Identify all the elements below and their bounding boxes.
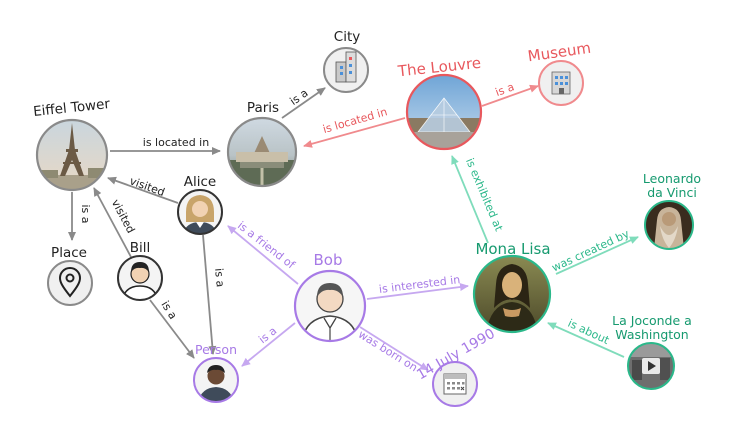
play-icon[interactable] — [642, 358, 660, 374]
edge-mona-leonardo: was created by — [550, 227, 639, 275]
node-place[interactable]: Place — [47, 245, 93, 306]
node-label-joconde-line1: La Joconde a — [612, 313, 692, 328]
edge-label-bob-date: was born on — [356, 328, 420, 375]
node-museum[interactable]: Museum — [527, 39, 593, 106]
node-city[interactable]: City — [323, 29, 369, 93]
calendar-icon — [443, 373, 467, 395]
node-paris[interactable]: Paris — [226, 100, 298, 188]
location-pin-icon — [58, 267, 82, 298]
node-label-leonardo-line1: Leonardo — [643, 171, 701, 186]
node-bob[interactable]: Bob — [293, 251, 367, 343]
edge-eiffel-place: is a — [68, 192, 92, 241]
edge-mona-louvre: is exhibited at — [451, 155, 506, 244]
louvre-photo — [407, 75, 481, 149]
node-leonardo-da-vinci[interactable]: Leonardo da Vinci — [643, 171, 701, 250]
node-label-leonardo-line2: da Vinci — [647, 185, 697, 200]
edge-label-bill-person: is a — [158, 299, 179, 322]
mona-lisa-photo — [474, 256, 550, 332]
node-label-paris: Paris — [247, 100, 279, 116]
node-la-joconde-a-washington[interactable]: La Joconde a Washington — [612, 313, 692, 390]
edge-eiffel-paris: is located in — [110, 136, 221, 155]
edge-label-bill-eiffel: visited — [109, 197, 138, 235]
eiffel-tower-photo — [37, 120, 107, 190]
edge-bill-person: is a — [149, 299, 195, 359]
node-label-bill: Bill — [130, 240, 151, 256]
node-label-joconde-line2: Washington — [615, 327, 688, 342]
edge-label-bob-alice: is a friend of — [235, 219, 298, 272]
bill-avatar-icon — [118, 256, 162, 300]
node-label-alice: Alice — [184, 174, 216, 190]
edge-bob-mona: is interested in — [366, 273, 469, 300]
edge-label-eiffel-place: is a — [79, 204, 92, 223]
edge-label-bob-person: is a — [256, 324, 279, 346]
edge-louvre-paris: is located in — [303, 105, 406, 148]
edge-louvre-museum: is a — [481, 80, 539, 107]
edge-label-mona-louvre: is exhibited at — [463, 156, 506, 234]
edge-paris-city: is a — [281, 86, 326, 119]
museum-building-icon — [551, 71, 571, 95]
node-the-louvre[interactable]: The Louvre — [396, 54, 483, 151]
edge-bob-person: is a — [241, 322, 296, 367]
leonardo-portrait-photo — [645, 201, 693, 249]
edge-label-eiffel-paris: is located in — [143, 136, 209, 149]
alice-avatar-icon — [178, 190, 222, 234]
edge-label-alice-person: is a — [212, 268, 227, 288]
edge-label-joconde-mona: is about — [566, 317, 612, 348]
edge-bob-alice: is a friend of — [227, 219, 299, 285]
node-bill[interactable]: Bill — [117, 240, 163, 302]
city-building-icon — [335, 51, 357, 83]
node-label-person: Person — [195, 342, 237, 357]
node-label-eiffel-tower: Eiffel Tower — [32, 96, 111, 120]
edge-label-alice-eiffel: visited — [128, 174, 167, 199]
node-eiffel-tower[interactable]: Eiffel Tower — [32, 96, 111, 192]
node-label-place: Place — [51, 245, 87, 261]
edge-label-louvre-museum: is a — [494, 80, 516, 99]
edge-alice-person: is a — [202, 234, 227, 355]
edge-label-paris-city: is a — [287, 86, 310, 108]
node-alice[interactable]: Alice — [177, 174, 223, 238]
node-date-14-july-1990[interactable]: 14 July 1990 — [414, 326, 498, 407]
node-person[interactable]: Person — [193, 342, 239, 404]
node-label-bob: Bob — [314, 251, 343, 269]
node-mona-lisa[interactable]: Mona Lisa — [472, 240, 552, 334]
node-label-city: City — [334, 29, 360, 45]
edge-label-mona-leonardo: was created by — [550, 227, 632, 274]
node-label-mona-lisa: Mona Lisa — [475, 240, 550, 258]
